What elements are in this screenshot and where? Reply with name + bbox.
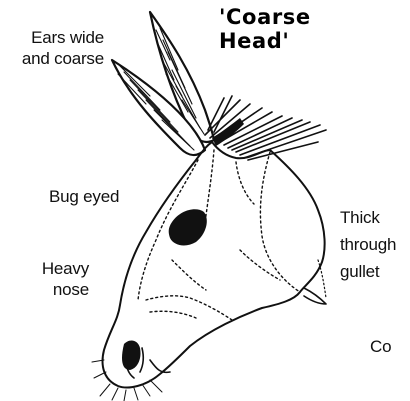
label-cut-off-text: Co [370, 337, 391, 356]
label-heavy-nose-line-1: Heavy [20, 258, 89, 279]
gullet-detail [304, 288, 326, 304]
label-thick-gullet-line-1: Thick [340, 207, 396, 228]
diagram-title: 'Coarse Head' [219, 5, 311, 53]
title-line-2: Head' [219, 29, 311, 53]
gullet-dots [318, 260, 326, 298]
label-ears-line-2: and coarse [0, 48, 104, 69]
label-thick-gullet: Thick through gullet [340, 207, 396, 282]
title-line-1: 'Coarse [219, 5, 311, 29]
eye-mark [169, 209, 207, 245]
label-heavy-nose-line-2: nose [20, 279, 89, 300]
label-heavy-nose: Heavy nose [20, 258, 89, 300]
nostril-mark [122, 341, 141, 370]
label-ears-line-1: Ears wide [0, 27, 104, 48]
label-thick-gullet-line-3: gullet [340, 261, 396, 282]
label-thick-gullet-line-2: through [340, 234, 396, 255]
label-bug-eyed: Bug eyed [49, 186, 119, 207]
face-dotted-lines [138, 150, 300, 320]
label-ears: Ears wide and coarse [0, 27, 104, 69]
label-cut-off: Co [370, 336, 391, 357]
label-bug-eyed-text: Bug eyed [49, 187, 119, 206]
